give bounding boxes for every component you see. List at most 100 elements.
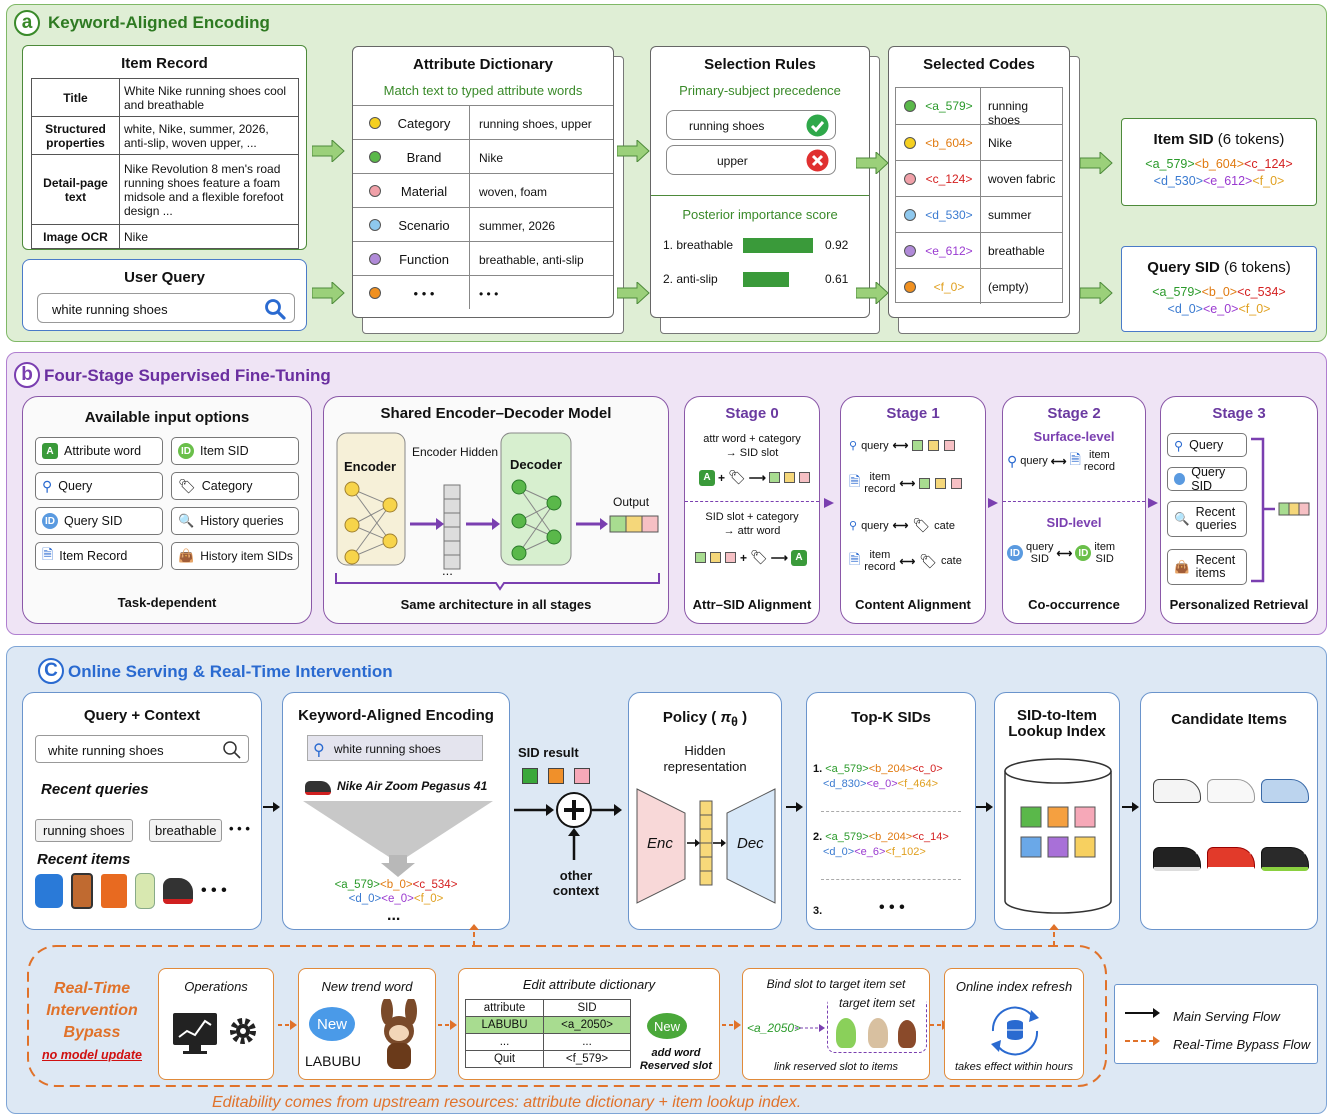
context-search-text: white running shoes [48,743,164,758]
divider [821,811,961,812]
stage-3-card: Stage 3 ⚲Query Query SID 🔍Recent queries… [1160,396,1318,624]
phone-icon[interactable] [71,873,93,909]
input-options-title: Available input options [84,409,250,426]
code-row: <d_530>summer [896,196,1062,232]
item-sid-title: Item SID [1153,131,1214,148]
query-sid-count: (6 tokens) [1224,259,1291,276]
tag-icon: 🏷 [178,477,196,494]
backpack-icon[interactable] [35,874,63,908]
hidden-label: Encoder Hidden [412,445,499,459]
color-dot [904,173,916,185]
input-options-footer: Task-dependent [117,595,217,610]
arrow-right-icon [263,802,280,812]
stage-0-text: → attr word [723,525,781,537]
code-value: breathable [988,244,1045,258]
stage-2-sub1: Surface-level [1033,429,1115,444]
sneaker-icon[interactable] [1153,779,1201,803]
policy-hidden-label: Hidden [684,743,726,758]
sneaker-icon[interactable] [1153,847,1201,871]
recent-queries-label: Recent queries [41,781,149,798]
kae-code-line2: <d_0><e_0><f_0> [348,893,444,905]
sneaker-icon[interactable] [1207,779,1255,803]
dict-value: summer, 2026 [479,219,556,233]
sneaker-icon[interactable] [1207,847,1255,871]
flow-arrow-icon [1080,282,1113,304]
option-history-item-sids: 👜History item SIDs [171,542,299,570]
arrow-right-icon [786,802,803,812]
id-icon: ID [178,443,194,459]
record-value: Nike Revolution 8 men's road running sho… [119,154,299,225]
check-icon [806,114,829,137]
lookup-title-1: SID-to-Item [1017,707,1097,724]
flow-arrow-icon [1080,152,1113,174]
code-token: <a_579> [925,99,973,113]
topk-title: Top-K SIDs [851,709,931,726]
arrow-right-icon [438,1020,457,1030]
divider [685,501,819,502]
stage-0-formula: A+🏷⟶ [699,469,811,486]
context-search-box[interactable]: white running shoes [35,735,249,763]
score-label: 2. anti-slip [663,272,718,286]
bind-code: <a_2050> [747,1021,802,1035]
codes-title: Selected Codes [923,56,1035,73]
code-rows: <a_579>running shoes<b_604>Nike<c_124>wo… [895,87,1063,304]
flow-arrow-icon [856,152,889,174]
sneaker-icon[interactable] [1261,779,1309,803]
rule-option-accepted: running shoes [666,110,836,140]
snack-icon[interactable] [101,874,127,908]
policy-title: Policy ( πθ ) [662,709,748,729]
flow-arrow-icon [617,282,650,304]
flow-arrow-icon [856,282,889,304]
add-word-label: add word [651,1047,701,1059]
combine-diagram [514,792,622,860]
bottle-icon[interactable] [135,873,155,909]
kae-title: Keyword-Aligned Encoding [298,707,494,724]
arrow-right-icon [1122,802,1139,812]
stage-3-footer: Personalized Retrieval [1169,597,1309,612]
legend-box: Main Serving Flow Real-Time Bypass Flow [1114,984,1318,1064]
model-footer: Same architecture in all stages [400,597,592,612]
output-label: Output [613,495,650,509]
cross-icon [806,149,829,172]
dashboard-gear-icon [173,1013,256,1054]
recent-query-chip[interactable]: breathable [149,819,223,842]
rules-subtitle: Primary-subject precedence [679,83,841,98]
operations-box: Operations [158,968,274,1080]
color-dot [369,151,381,163]
recent-items-row: • • • [35,873,227,909]
code-token: <d_530> [925,208,973,222]
rule-option-label: upper [717,154,748,168]
record-key: Title [31,78,120,117]
user-query-card: User Query white running shoes [22,259,307,331]
user-query-search[interactable]: white running shoes [37,293,295,323]
score-bar [743,238,813,253]
sneaker-icon[interactable] [1261,847,1309,871]
recent-query-chip[interactable]: running shoes [35,819,133,842]
bypass-region [27,924,1107,1087]
dict-value: breathable, anti-slip [479,253,584,267]
code-token: <e_612> [925,244,973,258]
dict-key: Category [397,116,451,131]
new-badge: New [309,1007,355,1041]
labubu-figure-icon [381,999,417,1069]
sneaker-icon[interactable] [163,878,193,904]
labubu-label: LABUBU [305,1053,362,1069]
hours-label: takes effect within hours [954,1061,1073,1073]
section-letter-c: C [38,658,64,684]
dashed-arrow-icon [1125,1036,1160,1046]
selected-codes-card: Selected Codes <a_579>running shoes<b_60… [888,46,1070,318]
dictionary-row: • • •• • • [353,275,613,309]
sneaker-icon [305,781,331,795]
section-title-c: Online Serving & Real-Time Intervention [68,662,393,681]
link-label: link reserved slot to items [773,1061,899,1073]
topk-entry-1b: <d_830><e_0><f_464> [823,778,939,790]
query-context-title: Query + Context [83,707,201,724]
query-sid-card: Query SID (6 tokens) <a_579><b_0><c_534>… [1121,246,1317,332]
